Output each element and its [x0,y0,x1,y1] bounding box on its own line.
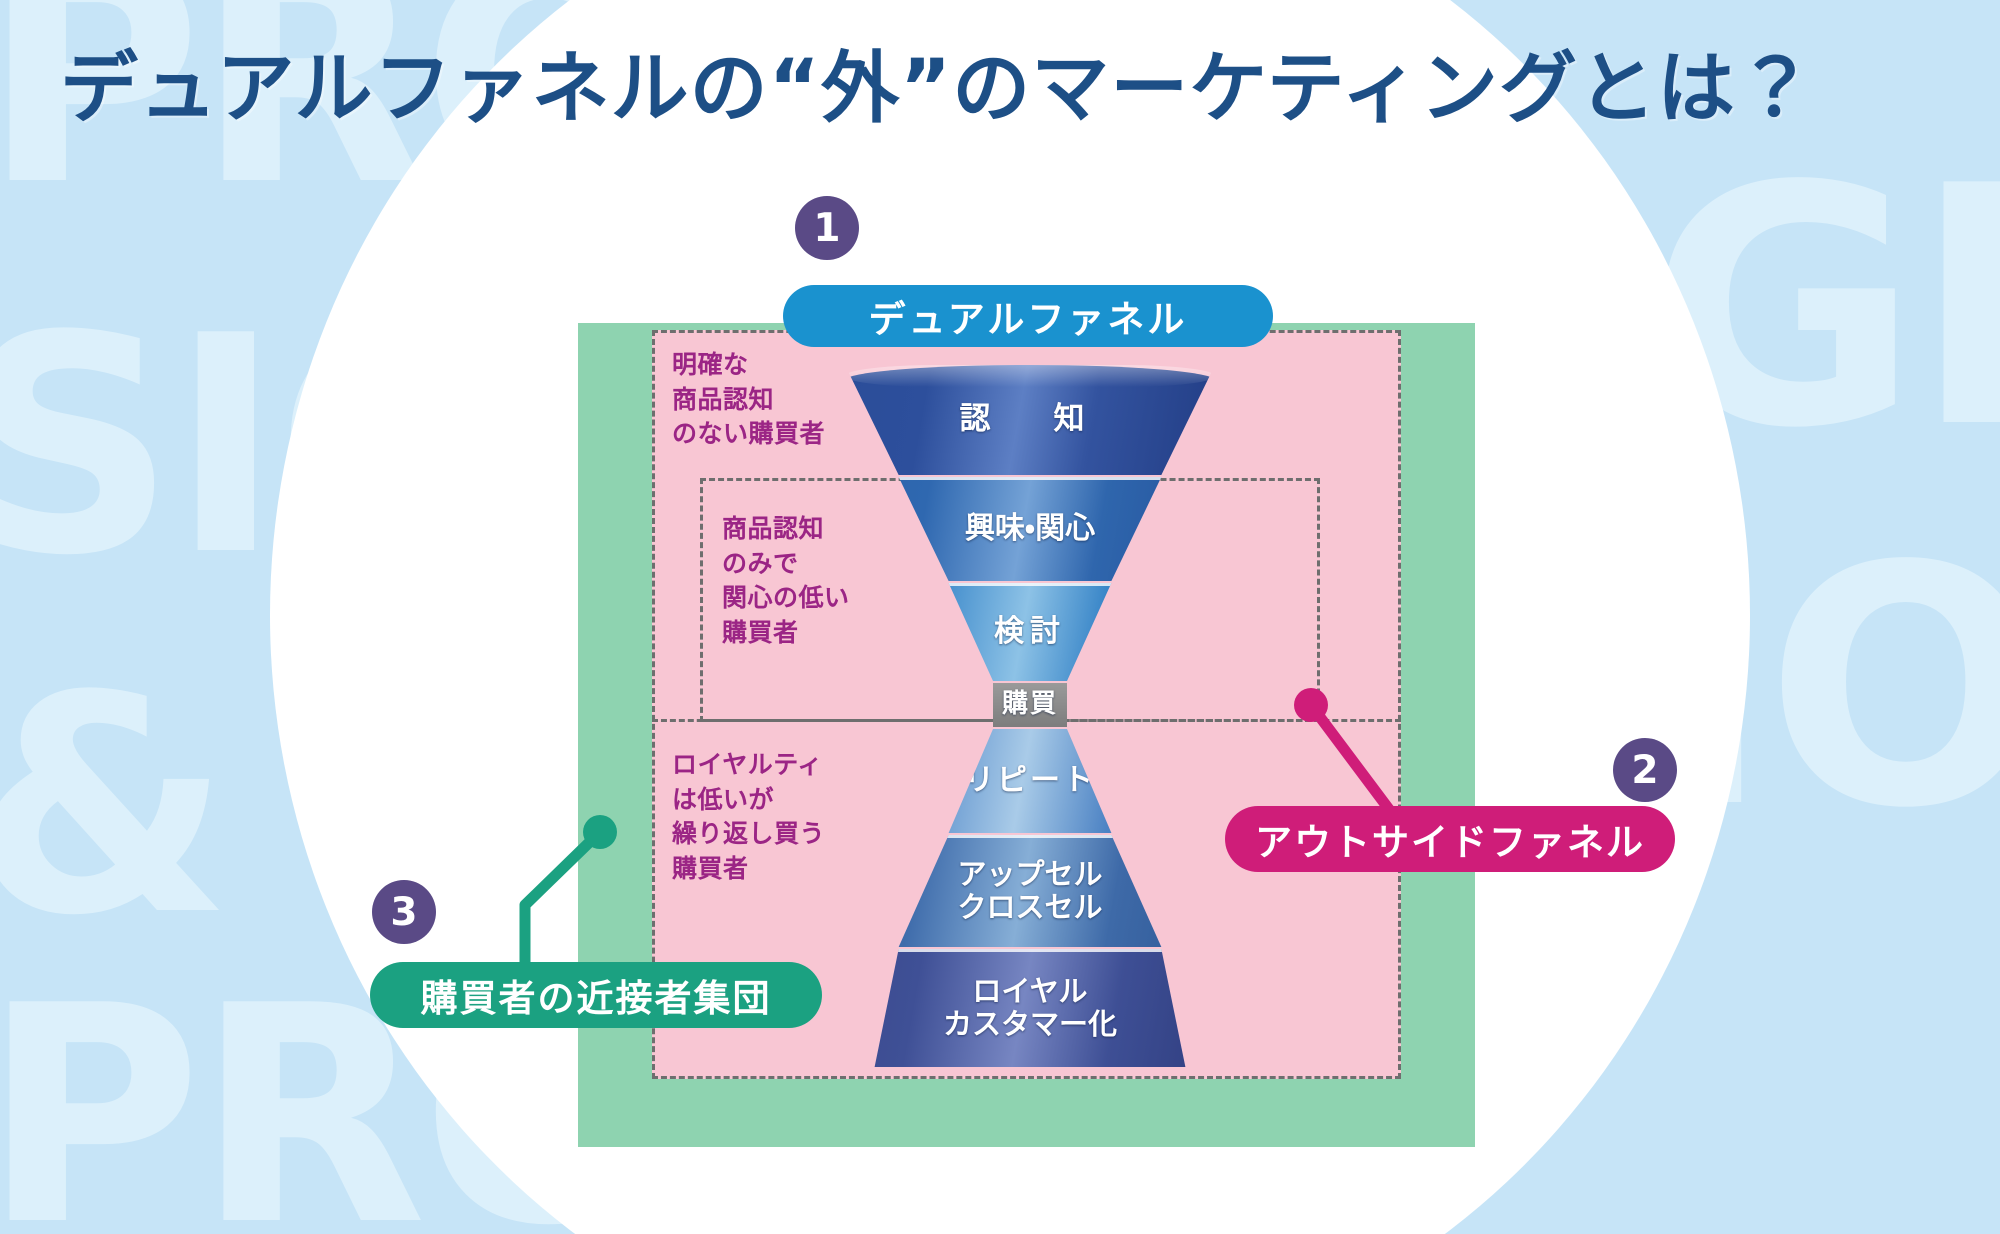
funnel-stage-loyal-customer-label: ロイヤル カスタマー化 [942,973,1117,1041]
callout-dual-funnel[interactable]: デュアルファネル [783,285,1273,347]
dual-funnel-graphic: 認 知 興味・関心 検討 購買 リピート アップセル クロスセル ロイヤル カス… [845,365,1215,1067]
annotation-low-interest: 商品認知 のみで 関心の低い 購買者 [722,514,850,647]
callout-dual-funnel-label: デュアルファネル [868,298,1188,341]
funnel-stage-awareness-label: 認 知 [959,401,1101,438]
funnel-stage-consideration-label: 検討 [994,613,1066,649]
funnel-stage-loyal-customer: ロイヤル カスタマー化 [874,949,1186,1067]
band-highlight [948,583,1112,586]
buyer-adjacent-anchor-dot [583,815,617,849]
funnel-stage-consideration: 検討 [948,583,1112,681]
funnel-stage-interest: 興味・関心 [898,477,1162,581]
funnel-stage-repeat-label: リピート [964,762,1096,798]
annotation-no-awareness: 明確な 商品認知 のない購買者 [672,350,826,448]
outside-funnel-anchor-dot [1294,688,1328,722]
callout-outside-funnel[interactable]: アウトサイドファネル [1225,806,1675,872]
funnel-stage-interest-label: 興味・関心 [964,510,1096,546]
page-title: デュアルファネルの“外”のマーケティングとは？ [60,44,1815,134]
annotation-low-loyalty-repeat: ロイヤルティ は低いが 繰り返し買う 購買者 [672,750,826,883]
funnel-stage-awareness: 認 知 [845,365,1215,475]
band-highlight [898,477,1162,480]
callout-outside-funnel-label: アウトサイドファネル [1255,821,1645,864]
band-highlight [898,835,1162,838]
funnel-stage-purchase-label: 購買 [1001,689,1058,720]
callout-buyer-adjacent[interactable]: 購買者の近接者集団 [370,962,822,1028]
band-highlight [874,949,1186,952]
funnel-stage-upsell-crosssell-label: アップセル クロスセル [957,856,1103,924]
funnel-stage-upsell-crosssell: アップセル クロスセル [898,835,1162,947]
callout-badge-3: 3 [372,880,436,944]
callout-badge-1: 1 [795,196,859,260]
callout-badge-2: 2 [1613,738,1677,802]
funnel-stage-purchase: 購買 [993,683,1067,727]
funnel-stage-repeat: リピート [948,729,1112,833]
callout-buyer-adjacent-label: 購買者の近接者集団 [420,977,772,1020]
